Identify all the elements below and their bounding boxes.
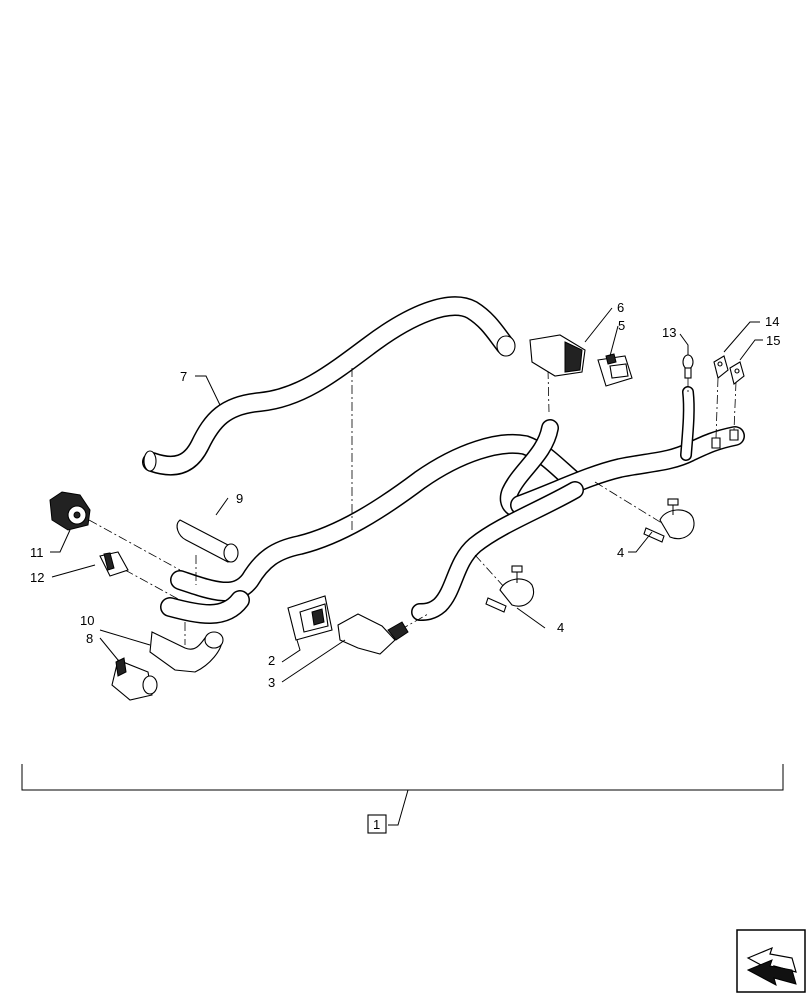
connector-part-12 xyxy=(99,551,129,577)
callout-9: 9 xyxy=(236,491,243,506)
harness-7 xyxy=(142,296,516,476)
lug-terminal-part-15 xyxy=(729,361,745,385)
sleeve-part-9 xyxy=(176,519,239,563)
callout-4-upper: 4 xyxy=(617,545,624,560)
callout-1: 1 xyxy=(373,817,380,832)
callout-4-lower: 4 xyxy=(557,620,564,635)
callout-10: 10 xyxy=(80,613,94,628)
callout-8: 8 xyxy=(86,631,93,646)
connector-part-6 xyxy=(529,334,586,377)
connector-part-5 xyxy=(597,353,633,387)
callout-12: 12 xyxy=(30,570,44,585)
clamp-part-4-lower xyxy=(485,565,534,613)
callout-15: 15 xyxy=(766,333,780,348)
callout-7: 7 xyxy=(180,369,187,384)
main-harness xyxy=(160,386,745,624)
callout-11: 11 xyxy=(30,545,44,560)
callout-1-box xyxy=(367,814,387,834)
next-page-arrow-icon[interactable] xyxy=(736,929,806,993)
bulkhead-connector-part-2 xyxy=(287,595,333,641)
assembly-bracket: 1 xyxy=(21,764,784,834)
callout-14: 14 xyxy=(765,314,779,329)
connector-part-11 xyxy=(49,491,91,531)
clamp-part-4-upper xyxy=(643,498,695,543)
callout-labels: 2 3 4 4 5 6 7 8 9 10 11 12 13 14 15 xyxy=(30,300,780,690)
fitting-part-8 xyxy=(111,657,158,701)
callout-5: 5 xyxy=(618,318,625,333)
callout-2: 2 xyxy=(268,653,275,668)
callout-6: 6 xyxy=(617,300,624,315)
elbow-hose-part-10 xyxy=(149,631,224,673)
angled-connector-part-3 xyxy=(337,613,409,655)
callout-13: 13 xyxy=(662,325,676,340)
leader-lines xyxy=(50,307,763,683)
ring-terminal-part-13 xyxy=(682,354,694,379)
lug-terminal-part-14 xyxy=(713,355,729,379)
callout-3: 3 xyxy=(268,675,275,690)
